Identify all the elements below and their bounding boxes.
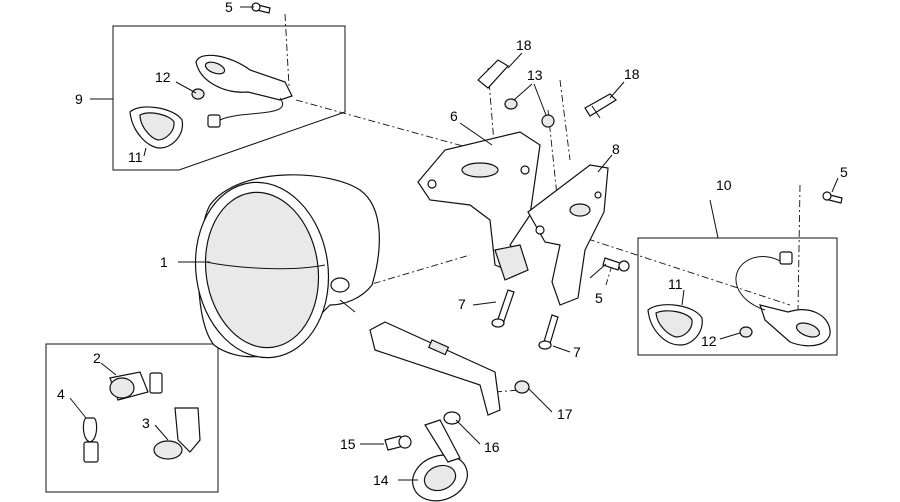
leader-lines [69,6,839,481]
nut-pair [504,98,555,128]
callout-13: 13 [527,67,543,83]
callout-6: 6 [450,108,458,124]
headlight-assembly [194,174,380,359]
callout-11-right: 11 [668,276,683,292]
callout-15: 15 [340,436,356,452]
callout-3: 3 [142,415,150,431]
rear-indicator [129,54,293,149]
callout-8: 8 [612,141,620,157]
callout-14: 14 [373,472,389,488]
group-box-bulbs [45,343,219,493]
horn [384,411,468,502]
horn-bracket [369,321,530,416]
callout-18-right: 18 [624,66,640,82]
callout-5-right: 5 [840,164,848,180]
headlight-bracket-right [527,164,609,306]
callout-2: 2 [93,350,101,366]
callout-18-left: 18 [516,37,532,53]
callout-9: 9 [75,91,83,107]
callout-7-right: 7 [573,344,581,360]
callout-10: 10 [716,177,732,193]
bulbs [82,371,201,463]
callout-16: 16 [484,439,500,455]
callout-12-left: 12 [155,69,171,85]
group-box-rear-indicator [112,25,346,171]
callout-5-middle: 5 [595,290,603,306]
callout-4: 4 [57,386,65,402]
grommet-pair [477,59,617,119]
callout-1: 1 [160,254,168,270]
callout-5-top: 5 [225,0,233,15]
callout-7-left: 7 [458,296,466,312]
screws [251,2,843,350]
callout-11-left: 11 [128,149,143,165]
front-indicator [647,251,831,347]
callout-17: 17 [557,406,573,422]
callout-labels: 1 2 3 4 5 5 5 6 7 7 8 9 10 11 11 12 12 1… [57,0,848,488]
headlight-bracket-left [417,131,541,281]
group-box-front-indicator [637,237,838,356]
callout-12-right: 12 [701,333,717,349]
